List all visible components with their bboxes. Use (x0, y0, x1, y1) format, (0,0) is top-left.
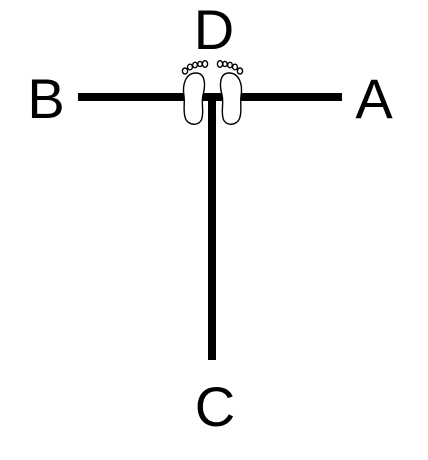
label-left: B (27, 67, 64, 130)
right-foot-icon (216, 60, 244, 125)
left-foot-icon (181, 60, 209, 125)
footprints-icon (181, 60, 244, 125)
label-top: D (194, 0, 234, 61)
label-bottom: C (195, 375, 235, 438)
label-right: A (355, 67, 393, 130)
